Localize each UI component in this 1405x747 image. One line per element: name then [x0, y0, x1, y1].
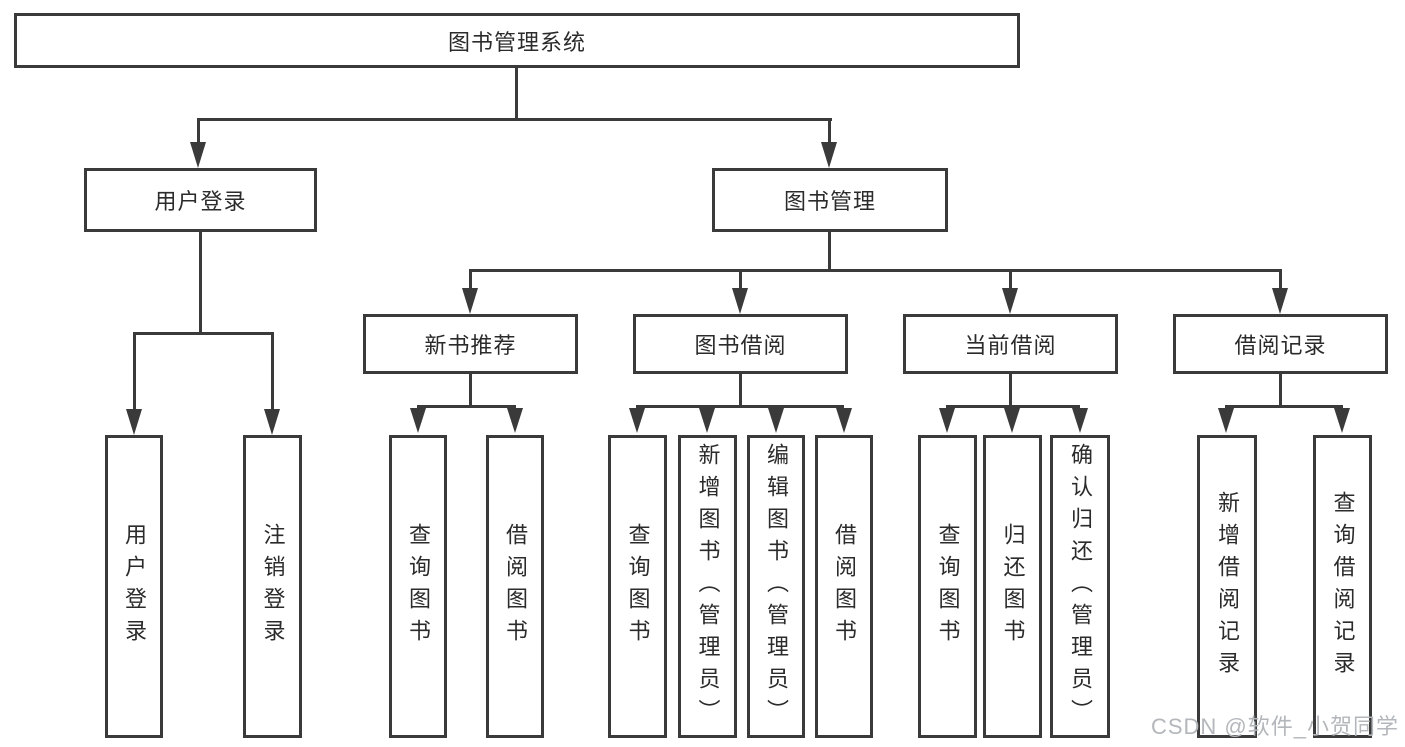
- arrowhead-to-newrec-icon: [462, 288, 478, 314]
- csdn-watermark: CSDN @软件_小贺同学: [1150, 714, 1399, 739]
- node-book-borrowing: 图书借阅: [633, 314, 848, 374]
- arrowhead-currentborrow-child2-icon: [1004, 408, 1020, 433]
- connector-records-down: [1279, 374, 1282, 408]
- leaf-current-query-books-label: 查询图书: [935, 522, 961, 651]
- connector-leaf-logout-shaft: [271, 332, 274, 409]
- node-book-borrowing-label: 图书借阅: [694, 333, 787, 358]
- connector-book-mgmt-down: [828, 232, 831, 272]
- leaf-current-query-books: 查询图书: [918, 435, 977, 738]
- leaf-records-query-record-label: 查询借阅记录: [1330, 490, 1356, 683]
- arrowhead-records-child1-icon: [1218, 408, 1234, 433]
- leaf-logout: 注销登录: [243, 435, 302, 738]
- arrowhead-bookborrow-child2-icon: [699, 408, 715, 433]
- connector-user-login-hline: [133, 332, 274, 335]
- connector-book-mgmt-shaft: [828, 118, 831, 146]
- node-current-borrowing-label: 当前借阅: [964, 333, 1057, 358]
- connector-records-shaft: [1279, 269, 1282, 291]
- leaf-borrow-add-books-admin: 新增图书（管理员）: [678, 435, 737, 738]
- connector-bookborrow-hline: [636, 405, 844, 408]
- connector-records-hline: [1225, 405, 1343, 408]
- leaf-newrec-query-books: 查询图书: [389, 435, 447, 738]
- arrowhead-newrec-child1-icon: [410, 408, 426, 433]
- node-user-login: 用户登录: [84, 168, 317, 232]
- arrowhead-to-bookborrow-icon: [732, 288, 748, 314]
- connector-newrec-shaft: [469, 269, 472, 291]
- node-root-label: 图书管理系统: [447, 29, 586, 55]
- connector-currentborrow-hline: [946, 405, 1080, 408]
- node-book-management: 图书管理: [712, 168, 948, 232]
- connector-user-login-shaft: [197, 118, 200, 146]
- arrowhead-records-child2-icon: [1334, 408, 1350, 433]
- leaf-borrow-edit-books-admin-label: 编辑图书（管理员）: [764, 442, 789, 731]
- arrowhead-to-records-icon: [1272, 288, 1288, 314]
- node-borrowing-records: 借阅记录: [1173, 314, 1388, 374]
- leaf-user-login: 用户登录: [105, 435, 163, 738]
- arrowhead-bookborrow-child3-icon: [768, 408, 784, 433]
- leaf-current-confirm-return-admin: 确认归还（管理员）: [1050, 435, 1110, 738]
- leaf-logout-label: 注销登录: [260, 522, 286, 651]
- connector-bookborrow-down: [739, 374, 742, 408]
- leaf-borrow-add-books-admin-label: 新增图书（管理员）: [695, 442, 721, 731]
- leaf-borrow-query-books-label: 查询图书: [625, 522, 651, 651]
- connector-newrec-down: [469, 374, 472, 408]
- leaf-newrec-query-books-label: 查询图书: [406, 522, 431, 651]
- arrowhead-bookborrow-child1-icon: [629, 408, 645, 433]
- node-borrowing-records-label: 借阅记录: [1234, 333, 1327, 358]
- connector-bookborrow-shaft: [739, 269, 742, 291]
- arrowhead-currentborrow-child1-icon: [939, 408, 955, 433]
- connector-level1-hline: [197, 118, 832, 121]
- connector-level2-hline: [469, 269, 1282, 272]
- leaf-records-add-record-label: 新增借阅记录: [1215, 490, 1240, 683]
- leaf-user-login-label: 用户登录: [122, 522, 147, 651]
- connector-leaf-user-login-shaft: [133, 332, 136, 409]
- leaf-newrec-borrow-books-label: 借阅图书: [503, 522, 528, 651]
- arrowhead-bookborrow-child4-icon: [836, 408, 852, 433]
- node-book-management-label: 图书管理: [783, 189, 876, 214]
- connector-root-stub: [515, 68, 518, 120]
- connector-newrec-hline: [417, 405, 516, 408]
- arrowhead-currentborrow-child3-icon: [1072, 408, 1088, 433]
- leaf-records-query-record: 查询借阅记录: [1313, 435, 1372, 738]
- arrowhead-newrec-child2-icon: [507, 408, 523, 433]
- arrowhead-to-book-mgmt-icon: [821, 142, 837, 168]
- leaf-borrow-query-books: 查询图书: [608, 435, 667, 738]
- leaf-current-return-books: 归还图书: [983, 435, 1042, 738]
- arrowhead-to-leaf-user-login-icon: [126, 409, 142, 435]
- leaf-borrow-borrow-books: 借阅图书: [815, 435, 873, 738]
- arrowhead-to-user-login-icon: [190, 142, 206, 168]
- connector-currentborrow-down: [1009, 374, 1012, 408]
- leaf-borrow-edit-books-admin: 编辑图书（管理员）: [747, 435, 805, 738]
- leaf-records-add-record: 新增借阅记录: [1197, 435, 1257, 738]
- leaf-current-return-books-label: 归还图书: [1000, 522, 1026, 651]
- connector-currentborrow-shaft: [1009, 269, 1012, 291]
- node-root-library-system: 图书管理系统: [14, 13, 1020, 68]
- node-new-book-recommend: 新书推荐: [363, 314, 578, 374]
- node-current-borrowing: 当前借阅: [903, 314, 1118, 374]
- connector-user-login-down: [199, 232, 202, 335]
- leaf-newrec-borrow-books: 借阅图书: [486, 435, 544, 738]
- node-user-login-label: 用户登录: [154, 189, 247, 214]
- arrowhead-to-leaf-logout-icon: [264, 409, 280, 435]
- node-new-book-recommend-label: 新书推荐: [424, 333, 517, 358]
- leaf-current-confirm-return-admin-label: 确认归还（管理员）: [1068, 442, 1093, 731]
- arrowhead-to-currentborrow-icon: [1002, 288, 1018, 314]
- leaf-borrow-borrow-books-label: 借阅图书: [832, 522, 857, 651]
